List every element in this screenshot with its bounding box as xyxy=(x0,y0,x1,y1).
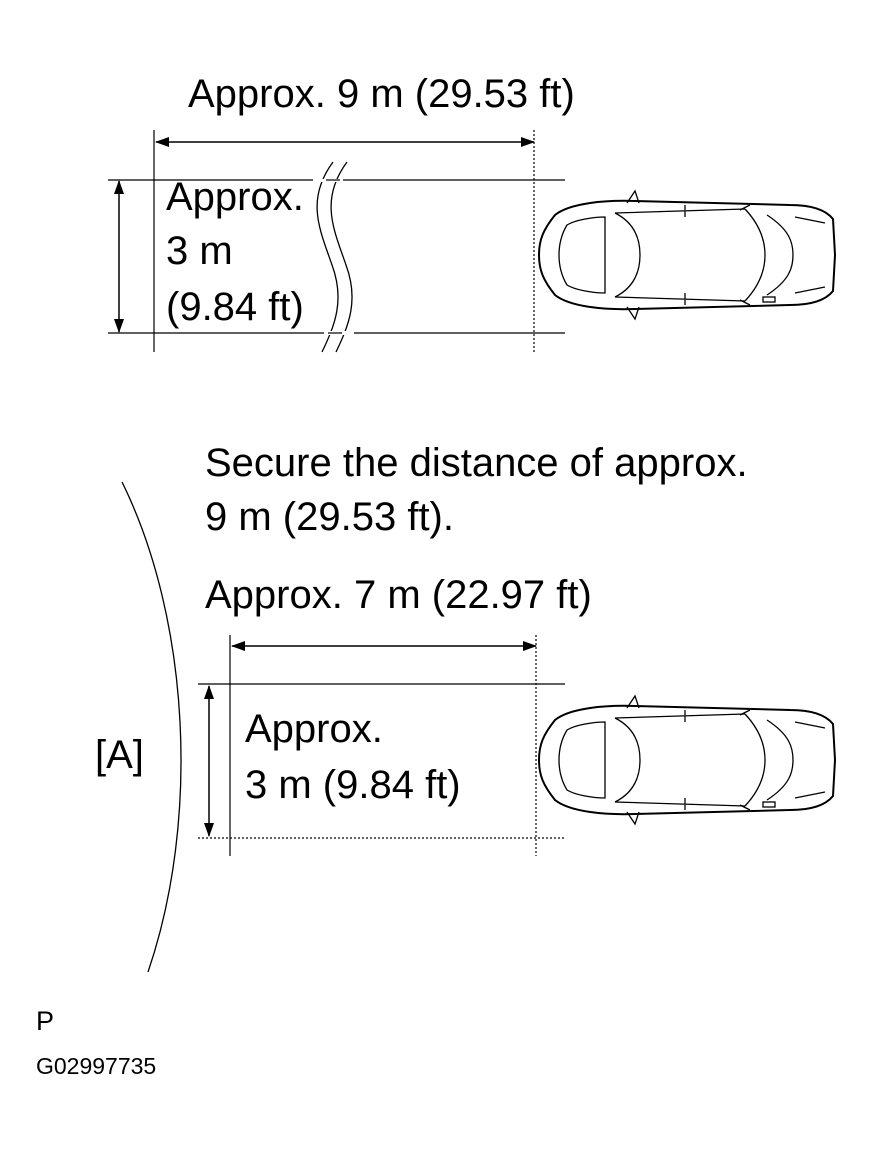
bottom-length-label: Approx. 7 m (22.97 ft) xyxy=(205,573,592,617)
top-width-label-line1: Approx. xyxy=(166,175,304,219)
top-length-label: Approx. 9 m (29.53 ft) xyxy=(188,72,575,116)
top-car-illustration xyxy=(538,190,836,320)
instruction-line1: Secure the distance of approx. xyxy=(205,441,748,485)
bottom-width-label-line2: 3 m (9.84 ft) xyxy=(245,763,461,807)
bottom-parking-space xyxy=(121,481,565,973)
top-parking-space xyxy=(108,130,565,353)
instruction-line2: 9 m (29.53 ft). xyxy=(205,495,454,539)
top-width-label-line3: (9.84 ft) xyxy=(166,285,304,329)
bottom-car-illustration xyxy=(538,695,836,825)
figure-code: G02997735 xyxy=(36,1053,156,1079)
footer-letter: P xyxy=(36,1006,54,1036)
area-a-marker: [A] xyxy=(95,733,144,777)
top-width-label-line2: 3 m xyxy=(166,229,233,273)
bottom-width-label-line1: Approx. xyxy=(245,707,383,751)
